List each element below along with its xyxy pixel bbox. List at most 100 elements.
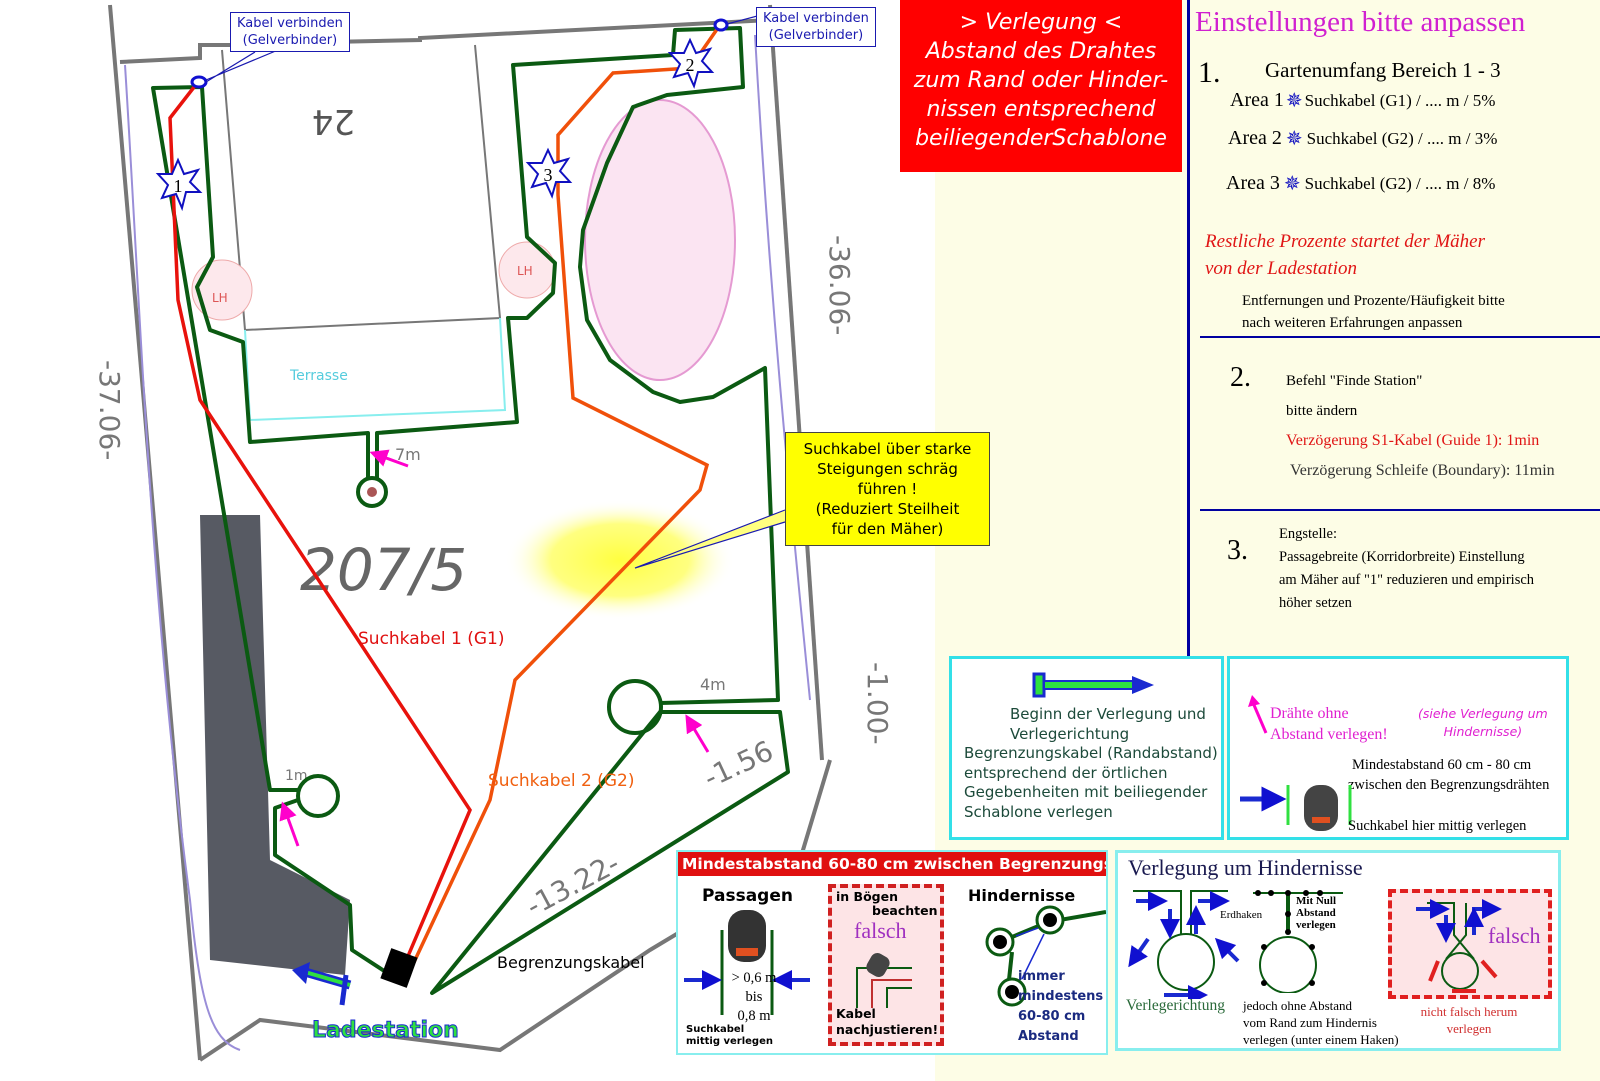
direction-label: Verlegerichtung [1126, 997, 1225, 1014]
legend-line: 60-80 cm [1018, 1009, 1086, 1024]
range-text: 0,8 m [737, 1008, 771, 1024]
parcel-number: 207/5 [300, 536, 467, 604]
area-text: Suchkabel (G2) / .... m / 8% [1304, 173, 1496, 193]
wire-spacing-legend-box: Drähte ohne Abstand verlegen! (siehe Ver… [1227, 656, 1569, 840]
mower-icon [1304, 785, 1338, 831]
star-marker-icon: ✵ [1285, 128, 1303, 150]
legend-line: Gegebenheiten mit beiliegender [964, 783, 1208, 801]
connect-callout-left: Kabel verbinden (Gelverbinder) [230, 12, 350, 52]
area-label: Area 2 [1228, 127, 1282, 149]
setting-line: höher setzen [1279, 595, 1352, 611]
tree-trunk [367, 487, 377, 497]
banner-line: zum Rand oder Hinder- [913, 68, 1169, 93]
tree-obstacle [296, 774, 340, 818]
callout-text: Kabel verbinden [763, 11, 869, 26]
note-line: führen ! [857, 480, 918, 498]
legend-line: Schablone verlegen [964, 802, 1113, 821]
range-text: bis [745, 989, 763, 1005]
legend-line: Suchkabel hier mittig verlegen [1348, 818, 1527, 834]
banner-line: nissen entsprechend [926, 97, 1156, 122]
setting-line: Befehl "Finde Station" [1286, 373, 1423, 389]
distance-note: 7m [395, 445, 421, 464]
area-text: Suchkabel (G2) / .... m / 3% [1306, 128, 1498, 148]
legend-line: Mit Null [1296, 895, 1337, 907]
section-heading: Gartenumfang Bereich 1 - 3 [1265, 58, 1501, 82]
legend-line: Begrenzungskabel (Randabstand) [964, 744, 1218, 762]
area-label: Area 1 [1230, 89, 1284, 111]
passage-diagram [684, 910, 810, 1015]
narrow-passage-settings: Engstelle: Passagebreite (Korridorbreite… [1279, 523, 1534, 615]
start-direction-arrow-icon [292, 962, 352, 1006]
min-distance-panel: Mindestabstand 60-80 cm zwischen Begrenz… [676, 850, 1108, 1055]
note-line: nach weiteren Erfahrungen anpassen [1242, 315, 1463, 331]
star-marker-icon: ✵ [1285, 90, 1303, 112]
boundary-wire [151, 26, 790, 995]
wrong-label: falsch [854, 918, 907, 943]
banner-line: beiliegenderSchablone [915, 126, 1167, 151]
legend-line: nicht falsch herum [1420, 1004, 1518, 1019]
obstacle-laying-panel: Verlegung um Hindernisse Verlegerichtung… [1115, 850, 1561, 1051]
panel-divider [1187, 0, 1190, 657]
shrub-label: LH [517, 264, 533, 278]
legend-line: Hindernisse) [1443, 724, 1523, 739]
area-marker-3: 3 [525, 147, 573, 199]
pink-arrow-icon [279, 449, 710, 847]
svg-text:3: 3 [544, 165, 553, 185]
star-marker-icon: ✵ [1283, 173, 1301, 195]
area-row-2: Area 2 ✵ Suchkabel (G2) / .... m / 3% [1228, 126, 1497, 151]
shrub-lh-left [191, 259, 253, 321]
note-line: (Reduziert Steilheit [815, 500, 960, 518]
start-legend-box: Beginn der Verlegung und Verlegerichtung… [949, 656, 1224, 840]
legend-line: verlegen [1446, 1021, 1492, 1036]
range-text: > 0,6 m [731, 970, 777, 986]
legend-line: zwischen den Begrenzungsdrähten [1348, 777, 1550, 793]
start-arrow-icon [1032, 672, 1154, 698]
dimension-label: -37.06- [93, 360, 126, 460]
legend-line: beachten [872, 903, 938, 918]
area-text: Suchkabel (G1) / .... m / 5% [1304, 90, 1496, 110]
area-marker-1: 1 [155, 157, 203, 212]
callout-pointer [634, 509, 786, 569]
section-divider [1200, 336, 1600, 338]
setting-line: am Mäher auf "1" reduzieren und empirisc… [1279, 572, 1535, 588]
area-marker-2: 2 [667, 37, 715, 89]
note-line: von der Ladestation [1205, 258, 1357, 279]
boundary-label: Begrenzungskabel [497, 953, 645, 972]
legend-line: Mindestabstand 60 cm - 80 cm [1352, 757, 1532, 773]
setting-line: Engstelle: [1279, 526, 1337, 542]
legend-line: Drähte ohne [1270, 705, 1349, 722]
note-line: für den Mäher) [831, 520, 944, 538]
legend-line: immer [1018, 969, 1065, 984]
note-line: Steigungen schräg [817, 460, 958, 478]
legend-line: (siehe Verlegung um [1418, 706, 1548, 721]
section-number: 2. [1230, 362, 1251, 393]
settings-title: Einstellungen bitte anpassen [1195, 6, 1526, 38]
legend-line: vom Rand zum Hindernis [1243, 1015, 1377, 1030]
legend-line: verlegen (unter einem Haken) [1243, 1032, 1399, 1047]
wrong-bend-box: in Bögen beachten falsch Kabel nachjusti… [828, 884, 944, 1046]
legend-line: Verlegerichtung [1010, 724, 1130, 743]
wrong-direction-box: falsch [1388, 889, 1552, 999]
callout-text: (Gelverbinder) [242, 33, 338, 48]
svg-text:2: 2 [686, 55, 695, 75]
distance-note: 4m [700, 675, 726, 694]
wrong-direction-diagram [1416, 899, 1502, 993]
svg-text:1: 1 [174, 176, 183, 196]
setting-line: bitte ändern [1286, 403, 1358, 419]
min-distance-banner: Mindestabstand 60-80 cm zwischen Begrenz… [678, 852, 1106, 876]
callout-text: Kabel verbinden [237, 16, 343, 31]
obstacle-spacing-diagram [985, 905, 1106, 1007]
legend-line: entsprechend der örtlichen [964, 763, 1168, 782]
legend-line: Abstand [1296, 907, 1336, 919]
tree-obstacle [356, 476, 388, 508]
flower-bed [584, 99, 736, 381]
obstacles-heading: Hindernisse [968, 886, 1076, 905]
note-line: Suchkabel über starke [803, 440, 972, 458]
wrong-label: falsch [1488, 923, 1541, 948]
slope-note: Suchkabel über starke Steigungen schräg … [785, 432, 990, 546]
note-line: Restliche Prozente startet der Mäher [1205, 231, 1486, 252]
area-row-3: Area 3 ✵ Suchkabel (G2) / .... m / 8% [1226, 171, 1495, 196]
legend-line: jedoch ohne Abstand [1243, 998, 1353, 1013]
terrace-label: Terrasse [289, 368, 348, 384]
